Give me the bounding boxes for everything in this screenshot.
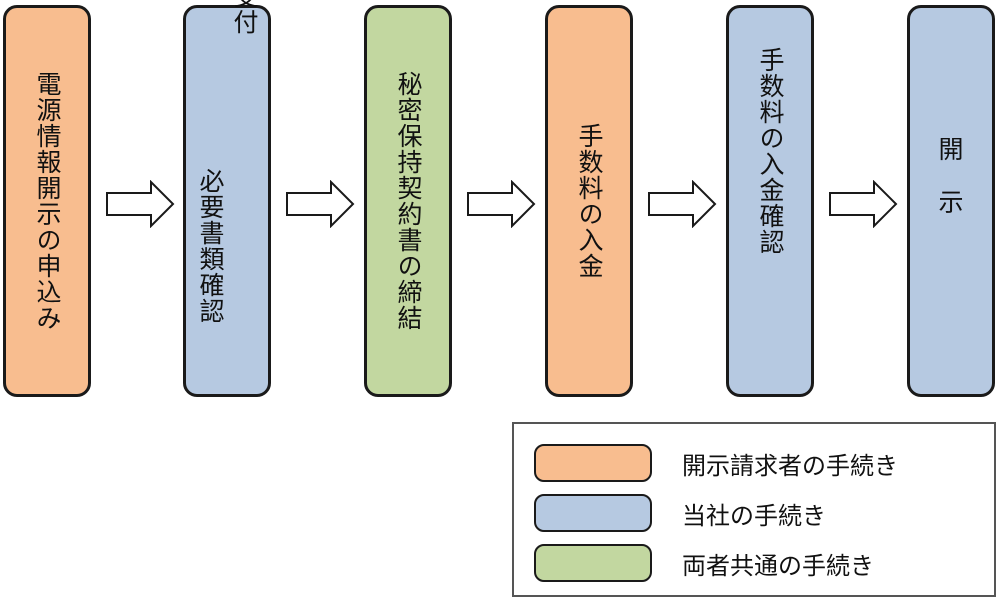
step-5-label: 手数料の入金確認 bbox=[756, 47, 785, 255]
step-1-label: 電源情報開示の申込み bbox=[33, 71, 62, 331]
step-3-box: 秘密保持契約書の締結 bbox=[364, 5, 452, 397]
arrow-right-icon bbox=[467, 180, 536, 228]
legend-item-both: 両者共通の手続き bbox=[534, 544, 874, 582]
legend-swatch-company bbox=[534, 494, 652, 532]
legend-label-both: 両者共通の手続き bbox=[682, 551, 874, 580]
legend-item-requester: 開示請求者の手続き bbox=[534, 444, 898, 482]
legend-swatch-requester bbox=[534, 444, 652, 482]
legend-label-company: 当社の手続き bbox=[682, 501, 826, 530]
arrow-right-icon bbox=[648, 180, 717, 228]
step-6-label-line-2: 示 bbox=[938, 188, 964, 217]
legend-label-requester: 開示請求者の手続き bbox=[682, 451, 898, 480]
step-2-box: 受付 必要書類確認 bbox=[183, 0, 271, 397]
legend-item-company: 当社の手続き bbox=[534, 494, 826, 532]
step-2-label-line-1: 受付 bbox=[230, 0, 259, 35]
step-6-label-line-1: 開 bbox=[938, 135, 964, 164]
legend: 開示請求者の手続き 当社の手続き 両者共通の手続き bbox=[512, 422, 996, 597]
step-6-box: 開 示 bbox=[907, 5, 995, 397]
arrow-right-icon bbox=[106, 180, 175, 228]
step-4-box: 手数料の入金 bbox=[545, 5, 633, 397]
step-2-label-line-2: 必要書類確認 bbox=[196, 168, 225, 324]
step-1-box: 電源情報開示の申込み bbox=[3, 5, 91, 397]
step-4-label: 手数料の入金 bbox=[575, 123, 604, 279]
arrow-right-icon bbox=[829, 180, 898, 228]
step-3-label: 秘密保持契約書の締結 bbox=[394, 71, 423, 331]
step-5-box: 手数料の入金確認 bbox=[726, 5, 814, 397]
legend-swatch-both bbox=[534, 544, 652, 582]
arrow-right-icon bbox=[286, 180, 355, 228]
